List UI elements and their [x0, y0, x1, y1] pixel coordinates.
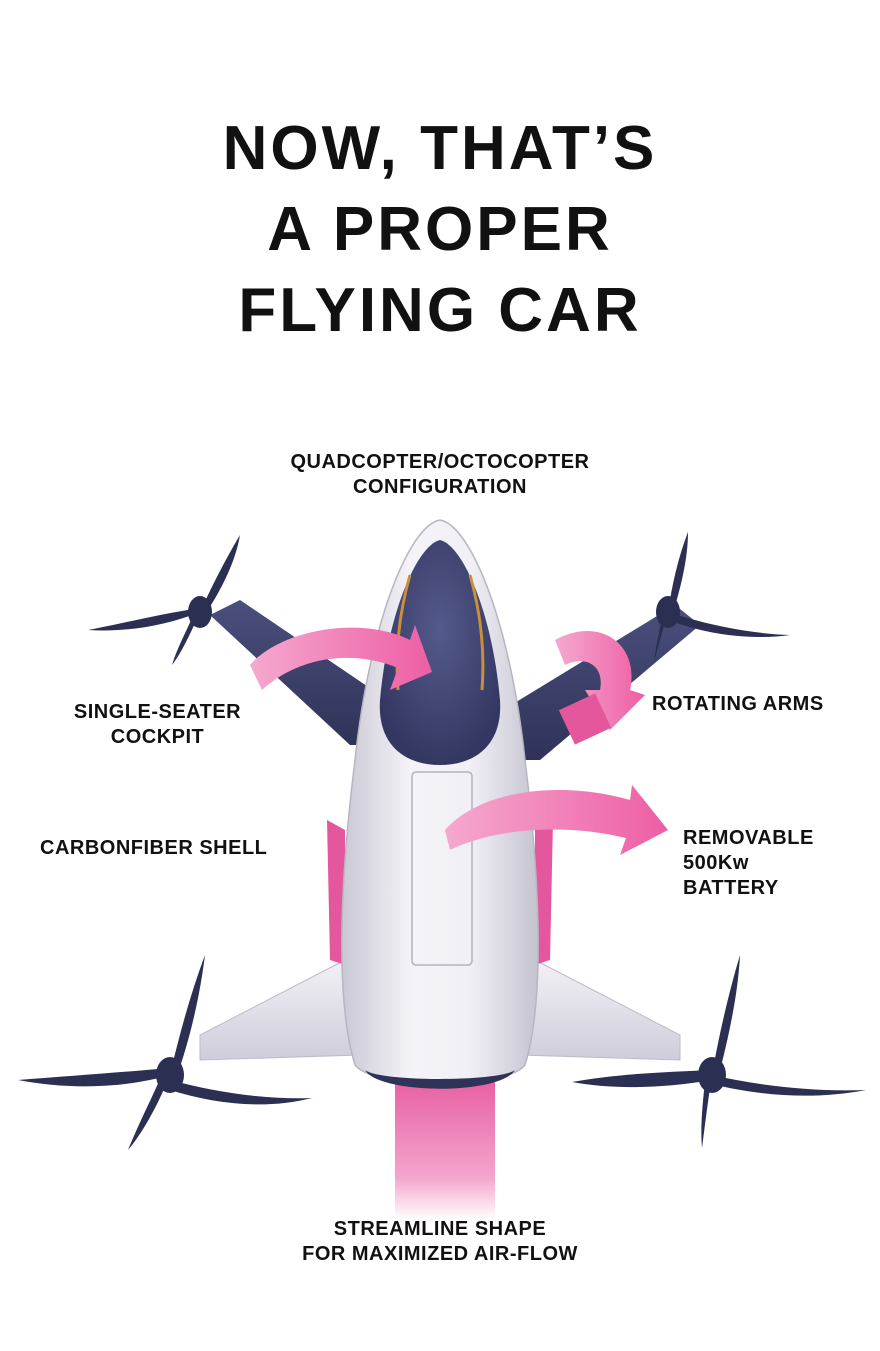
arrow-battery	[445, 785, 668, 855]
label-configuration-line-2: CONFIGURATION	[353, 476, 527, 498]
rear-wings	[199, 959, 681, 1061]
headline-line-3: FLYING CAR	[238, 276, 642, 345]
arrow-rotating-arms	[555, 630, 645, 745]
label-cockpit-line-2: COCKPIT	[110, 726, 205, 748]
label-configuration: QUADCOPTER/OCTOCOPTER CONFIGURATION	[240, 450, 640, 500]
arrow-cockpit	[250, 625, 432, 690]
label-configuration-line-1: QUADCOPTER/OCTOCOPTER	[290, 451, 590, 473]
rear-nozzle	[365, 1070, 515, 1089]
front-arms	[210, 600, 700, 760]
headline-line-2: A PROPER	[267, 195, 613, 264]
left-side-fin	[327, 820, 345, 965]
label-cockpit-line-1: SINGLE-SEATER	[73, 701, 242, 723]
label-battery-line-2: 500Kw	[683, 852, 749, 874]
cockpit-canopy	[379, 540, 501, 765]
propeller-front-left	[88, 535, 240, 665]
headline-line-1: NOW, THAT’S	[222, 114, 658, 183]
propeller-front-right	[654, 532, 790, 662]
label-carbonfiber-shell: CARBONFIBER SHELL	[40, 837, 268, 859]
label-cockpit: SINGLE-SEATER COCKPIT	[45, 700, 270, 750]
label-battery-line-1: REMOVABLE	[683, 827, 814, 849]
label-rotating-arms: ROTATING ARMS	[652, 693, 824, 715]
canopy-glow-right	[468, 574, 485, 691]
airflow-trail	[395, 1080, 495, 1220]
propeller-rear-left	[18, 955, 312, 1150]
label-streamline: STREAMLINE SHAPE FOR MAXIMIZED AIR-FLOW	[240, 1217, 640, 1267]
label-battery: REMOVABLE 500Kw BATTERY	[683, 826, 814, 901]
right-side-fin	[535, 820, 553, 965]
headline: NOW, THAT’S A PROPER FLYING CAR	[0, 108, 880, 351]
label-battery-line-3: BATTERY	[683, 877, 779, 899]
label-streamline-line-1: STREAMLINE SHAPE	[333, 1218, 547, 1240]
propeller-rear-right	[572, 955, 866, 1148]
battery-hatch	[411, 771, 473, 966]
label-streamline-line-2: FOR MAXIMIZED AIR-FLOW	[302, 1243, 578, 1265]
